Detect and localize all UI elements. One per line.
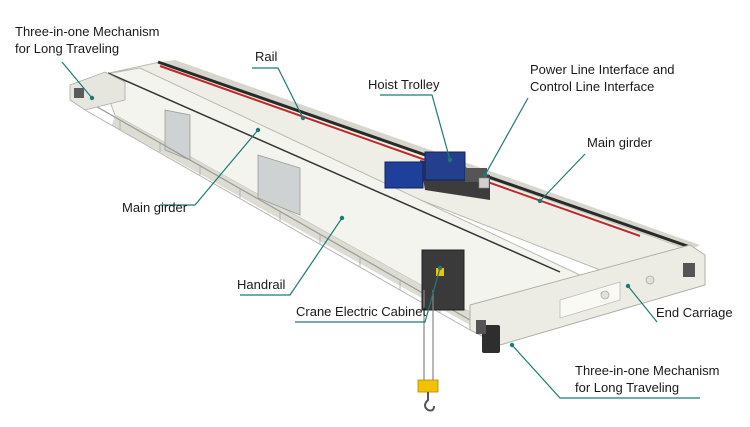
label-mechanism-top: Three-in-one Mechanism for Long Travelin… [15, 23, 160, 57]
far-end-carriage [69, 71, 126, 111]
leader-end-carriage [627, 285, 658, 323]
leader-hoist-trolley [380, 94, 451, 161]
leader-handrail [240, 217, 343, 296]
leader-mechanism-bottom [511, 344, 700, 399]
travel-mechanism-near [482, 325, 500, 353]
label-hoist-trolley: Hoist Trolley [368, 76, 440, 93]
leader-power-interface [484, 97, 529, 176]
trolley-motor [384, 161, 424, 189]
label-mechanism-bottom: Three-in-one Mechanism for Long Travelin… [575, 362, 720, 396]
label-handrail-text: Handrail [237, 277, 286, 292]
label-mechanism-top-line1: Three-in-one Mechanism [15, 24, 160, 39]
leader-main-girder-right [539, 153, 586, 202]
electric-cabinet [421, 249, 465, 311]
label-main-girder-right: Main girder [587, 134, 652, 151]
label-rail: Rail [255, 48, 277, 65]
label-end-carriage: End Carriage [656, 304, 733, 321]
label-handrail: Handrail [237, 276, 285, 293]
label-rail-text: Rail [255, 49, 278, 64]
label-end-carriage-text: End Carriage [656, 305, 733, 320]
label-power-interface-line2: Control Line Interface [530, 79, 655, 94]
label-main-girder-right-text: Main girder [587, 135, 653, 150]
leader-rail [252, 67, 304, 119]
label-main-girder-left-text: Main girder [122, 200, 188, 215]
hook [424, 392, 435, 412]
rail-line [157, 60, 691, 249]
label-mechanism-bottom-line2: for Long Traveling [575, 380, 680, 395]
label-hoist-trolley-text: Hoist Trolley [368, 77, 440, 92]
side-panel-2 [257, 154, 301, 216]
handrail-rail [84, 99, 471, 321]
label-crane-cabinet: Crane Electric Cabinet [296, 303, 426, 320]
leader-cabinet [295, 267, 441, 323]
label-main-girder-left: Main girder [122, 199, 187, 216]
leader-main-girder-left [160, 129, 259, 206]
label-crane-cabinet-text: Crane Electric Cabinet [296, 304, 427, 319]
label-mechanism-bottom-line1: Three-in-one Mechanism [575, 363, 720, 378]
leader-mechanism-top [61, 61, 93, 99]
label-power-interface-line1: Power Line Interface and [530, 62, 675, 77]
label-power-interface: Power Line Interface and Control Line In… [530, 61, 675, 95]
label-mechanism-top-line2: for Long Traveling [15, 41, 120, 56]
rail-red-stripe [159, 65, 641, 237]
